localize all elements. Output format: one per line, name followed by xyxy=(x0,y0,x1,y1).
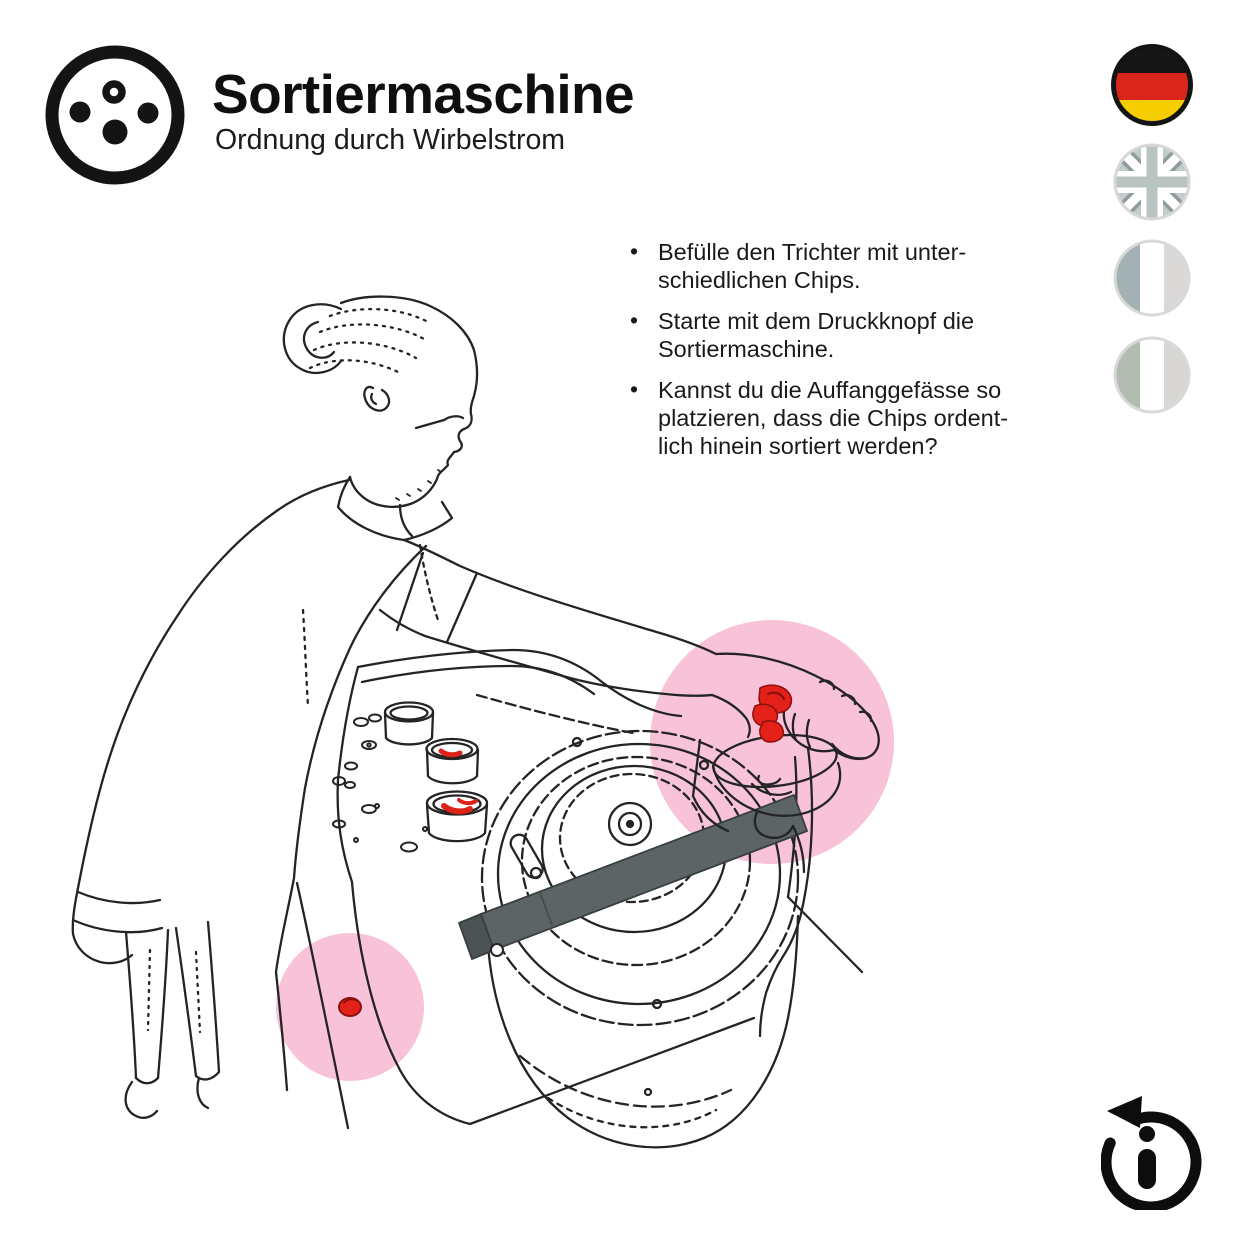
instruction-line: Starte mit dem Druckknopf die xyxy=(658,308,975,334)
four-dots-plug-logo-icon xyxy=(45,45,185,185)
collecting-cups-drawing xyxy=(383,701,489,843)
bullet-glyph: • xyxy=(630,376,639,402)
instruction-item: • Kannst du die Auffanggefässe so platzi… xyxy=(628,376,1058,460)
italian-flag-icon xyxy=(1113,336,1191,414)
instruction-line: lich hinein sortiert werden? xyxy=(658,433,938,459)
language-flag-english[interactable] xyxy=(1113,143,1191,221)
french-flag-icon xyxy=(1113,239,1191,317)
page-title: Sortiermaschine xyxy=(212,63,635,125)
instruction-line: Sortiermaschine. xyxy=(658,336,835,362)
instruction-line: platzieren, dass die Chips ordent- xyxy=(658,405,1009,431)
push-button-drawing xyxy=(338,997,362,1017)
german-flag-icon xyxy=(1111,44,1193,126)
sorting-bowl-drawing xyxy=(480,729,814,1149)
person-drawing xyxy=(71,295,880,1130)
bullet-glyph: • xyxy=(630,307,639,333)
chute-ramp-drawing xyxy=(458,794,808,960)
british-flag-icon xyxy=(1113,143,1191,221)
instruction-line: Befülle den Trichter mit unter- xyxy=(658,239,967,265)
language-flag-italian[interactable] xyxy=(1113,336,1191,414)
instruction-line: schiedlichen Chips. xyxy=(658,267,861,293)
language-flag-german[interactable] xyxy=(1111,44,1193,126)
instruction-item: • Starte mit dem Druckknopf die Sortierm… xyxy=(628,307,1058,363)
loose-chips-drawing xyxy=(332,713,428,853)
chips-in-hand-drawing xyxy=(752,684,793,743)
info-reset-button[interactable] xyxy=(1100,1092,1215,1213)
table-drawing xyxy=(336,648,864,1126)
instruction-list: • Befülle den Trichter mit unter- schied… xyxy=(628,238,1058,473)
instruction-line: Kannst du die Auffanggefässe so xyxy=(658,377,1002,403)
language-flag-french[interactable] xyxy=(1113,239,1191,317)
instruction-item: • Befülle den Trichter mit unter- schied… xyxy=(628,238,1058,294)
info-reset-icon xyxy=(1100,1096,1202,1213)
bullet-glyph: • xyxy=(630,238,639,264)
page-subtitle: Ordnung durch Wirbelstrom xyxy=(215,124,566,156)
